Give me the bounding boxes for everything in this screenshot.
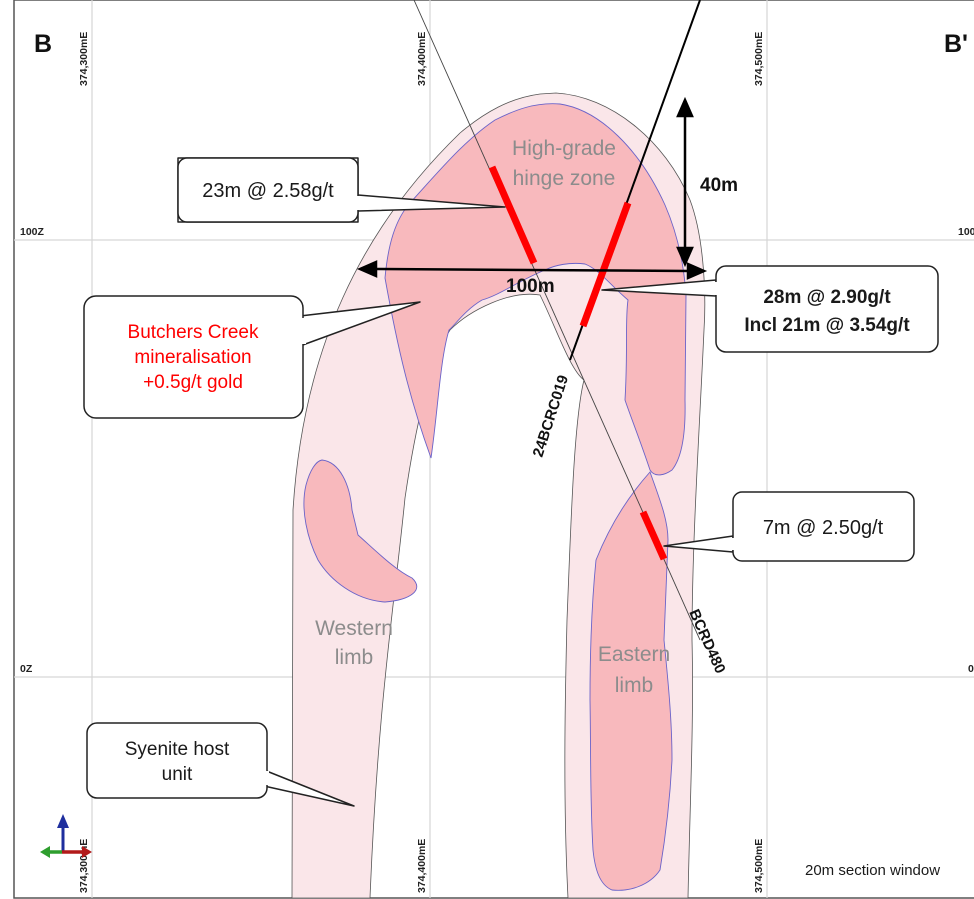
hinge-label-line-1: High-grade: [512, 137, 616, 160]
easting-label-top-3: 374,500mE: [753, 32, 765, 86]
intercept-west-label: 23m @ 2.58g/t: [202, 180, 334, 202]
elevation-label-0z-right: 0Z: [968, 663, 974, 675]
section-start-label: B: [34, 30, 52, 58]
intercept-west-segment: [488, 165, 538, 265]
mineralisation-line-1: Butchers Creek: [128, 322, 259, 343]
eastern-limb-label-line-1: Eastern: [598, 643, 670, 666]
dimension-vertical: [676, 96, 694, 268]
western-lens-orebody: [303, 459, 418, 603]
elevation-label-0z: 0Z: [20, 663, 33, 675]
section-end-label: B': [944, 30, 968, 58]
elevation-label-100z: 100Z: [20, 226, 45, 238]
intercept-main-segment: [579, 201, 632, 328]
hinge-label-line-2: hinge zone: [513, 167, 616, 190]
intercept-east-segment: [639, 510, 668, 561]
western-limb-label-line-2: limb: [335, 646, 374, 669]
callout-host: Syenite host unit: [86, 722, 355, 807]
easting-label-bottom-3: 374,500mE: [753, 839, 765, 893]
callout-intercept-main: 28m @ 2.90g/t Incl 21m @ 3.54g/t: [601, 265, 939, 353]
mineralisation-line-3: +0.5g/t gold: [143, 372, 243, 393]
intercept-main-line-2: Incl 21m @ 3.54g/t: [744, 315, 910, 336]
mineralisation-line-2: mineralisation: [134, 347, 251, 368]
eastern-limb-label-line-2: limb: [615, 674, 654, 697]
eastern-limb-orebody: [589, 471, 673, 891]
hinge-orebody: [384, 103, 687, 476]
callout-intercept-west: 23m @ 2.58g/t: [177, 157, 506, 223]
orientation-axes-icon: [40, 814, 92, 858]
host-line-2: unit: [162, 764, 193, 785]
callout-intercept-east: 7m @ 2.50g/t: [663, 491, 915, 562]
easting-label-top-1: 374,300mE: [78, 32, 90, 86]
intercept-main-line-1: 28m @ 2.90g/t: [763, 287, 891, 308]
easting-label-bottom-1: 374,300mE: [78, 839, 90, 893]
dimension-horizontal: [356, 260, 708, 280]
dimension-vertical-label: 40m: [700, 175, 738, 196]
easting-label-top-2: 374,400mE: [416, 32, 428, 86]
callout-mineralisation: Butchers Creek mineralisation +0.5g/t go…: [83, 295, 421, 419]
host-line-1: Syenite host: [125, 739, 230, 760]
easting-label-bottom-2: 374,400mE: [416, 839, 428, 893]
intercepts: [488, 165, 668, 561]
western-limb-label-line-1: Western: [315, 617, 393, 640]
dimension-horizontal-label: 100m: [506, 276, 555, 297]
section-window-label: 20m section window: [805, 862, 940, 879]
intercept-east-label: 7m @ 2.50g/t: [763, 517, 884, 539]
elevation-label-100z-right: 100Z: [958, 226, 974, 238]
